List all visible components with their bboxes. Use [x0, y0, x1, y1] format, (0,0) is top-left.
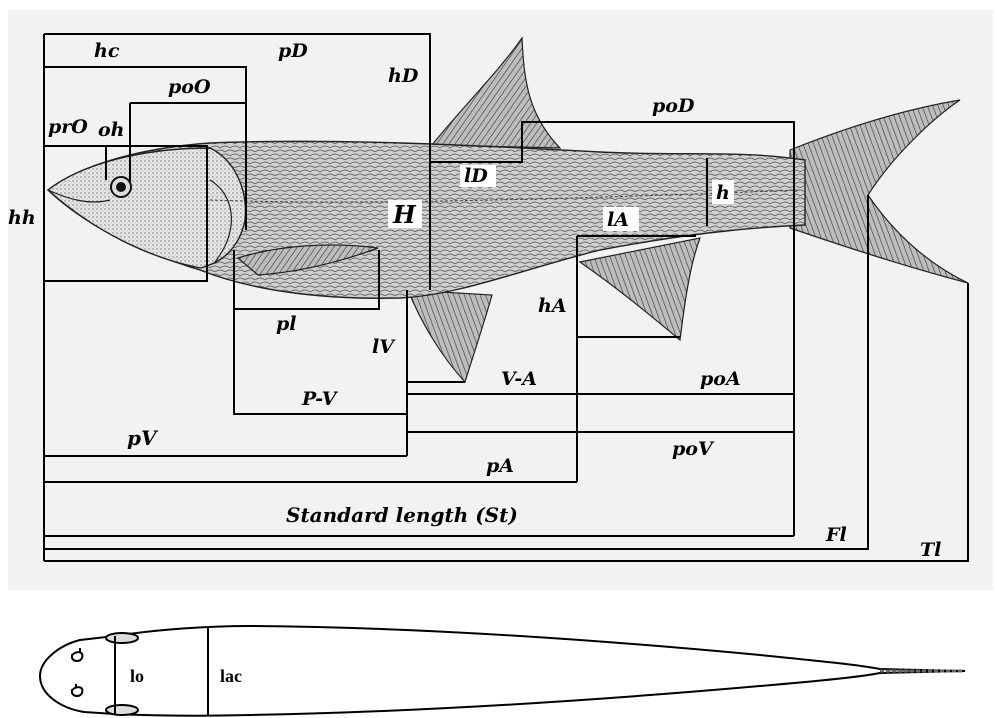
label-lV: lV [372, 336, 396, 358]
label-lA: lA [607, 209, 629, 231]
label-pD: pD [278, 40, 308, 62]
label-poD: poD [652, 95, 695, 117]
label-VA: V-A [501, 368, 537, 390]
label-prO: prO [48, 116, 88, 138]
pupil [116, 182, 126, 192]
label-poA: poA [700, 368, 741, 390]
label-Fl: Fl [825, 524, 847, 546]
label-hh: hh [8, 207, 36, 229]
label-hD: hD [388, 65, 419, 87]
label-lo: lo [130, 666, 144, 686]
label-lac: lac [220, 666, 242, 686]
dorsal-outline [40, 626, 965, 716]
caudal-fin [790, 100, 968, 283]
label-pl: pl [276, 313, 297, 335]
label-pV: pV [127, 426, 159, 450]
dorsal-fin [432, 38, 560, 148]
label-PV: P-V [301, 388, 339, 410]
anal-fin [580, 238, 700, 340]
label-Tl: Tl [920, 539, 941, 561]
label-pA: pA [486, 455, 514, 477]
label-H: H [392, 200, 417, 229]
label-oh: oh [98, 119, 125, 141]
label-lD: lD [464, 165, 488, 187]
ventral-fin [408, 290, 492, 382]
label-hA: hA [538, 295, 567, 317]
label-poV: poV [672, 438, 715, 460]
label-hc: hc [94, 40, 120, 62]
fish-head [48, 148, 245, 268]
dorsal-view: lo lac [40, 626, 965, 716]
label-h: h [716, 182, 730, 204]
label-standard-length: Standard length (St) [286, 503, 518, 527]
label-poO: poO [168, 76, 211, 98]
